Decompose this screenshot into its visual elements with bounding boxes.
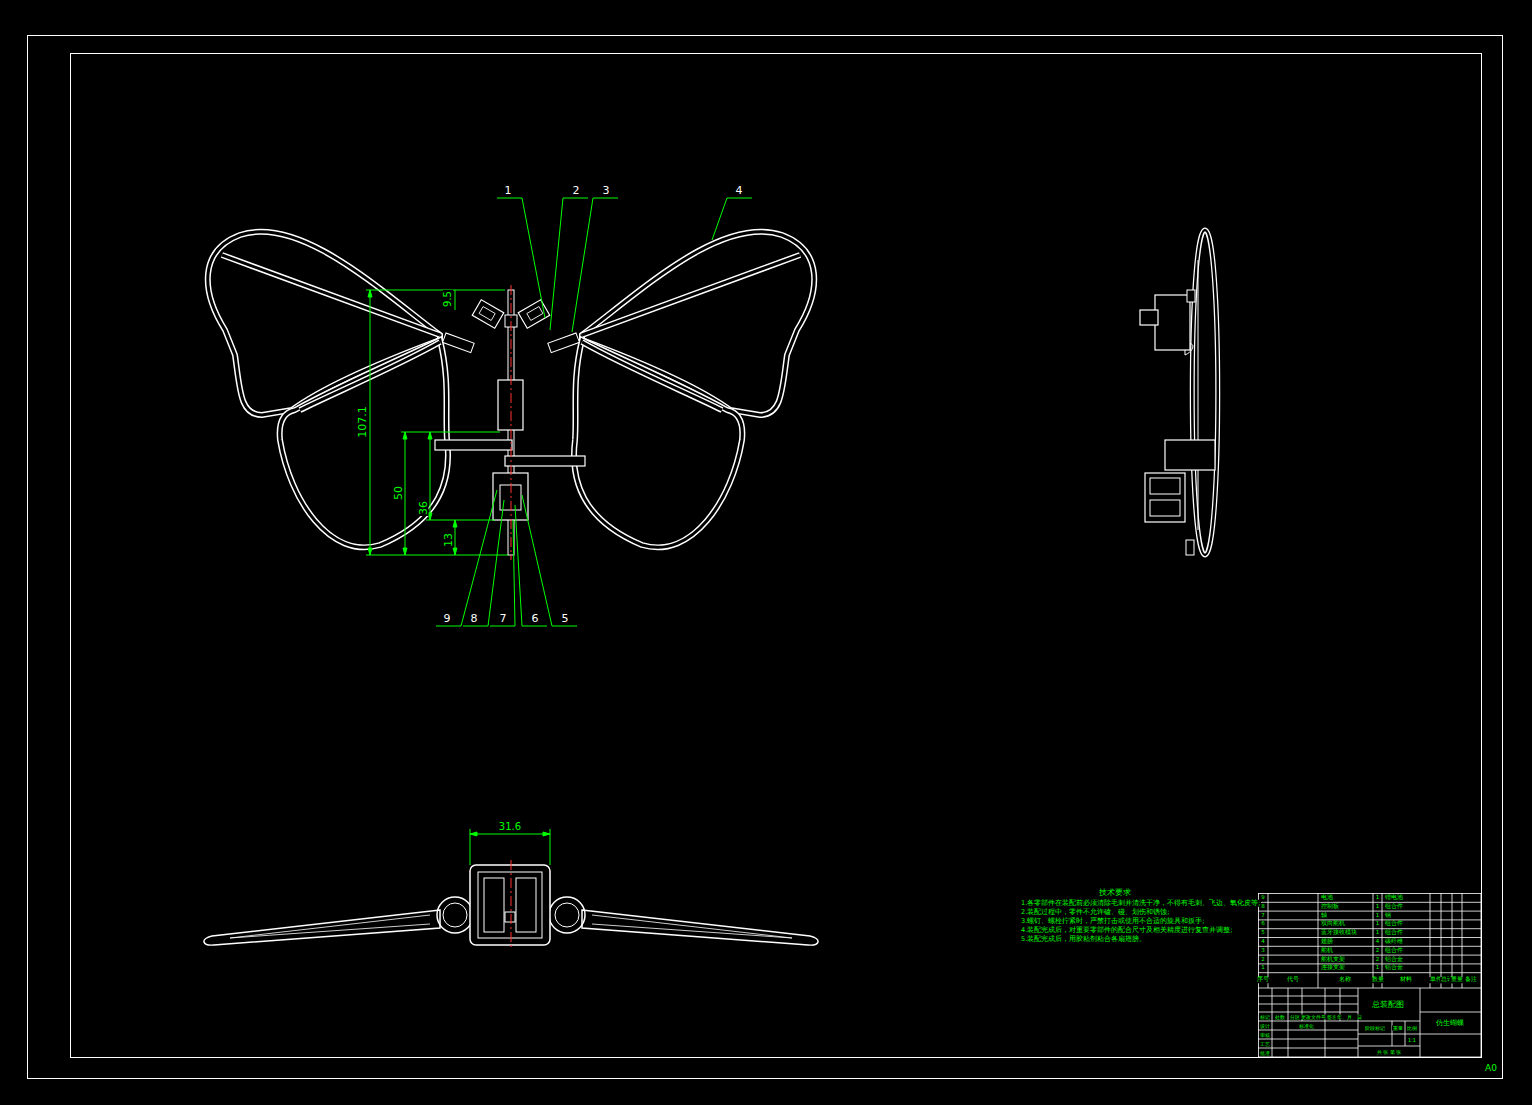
table-header: 数量 xyxy=(1371,977,1385,983)
table-cell: 舵机支架 xyxy=(1320,957,1346,963)
title-block-cell: 批准 xyxy=(1259,1051,1271,1056)
title-block-cell: 审核 xyxy=(1259,1033,1271,1038)
callout-number: 5 xyxy=(561,613,570,624)
title-block-cell: 阶段标记 xyxy=(1364,1026,1386,1031)
table-header: 代号 xyxy=(1286,977,1300,983)
table-cell: 2 xyxy=(1375,957,1381,963)
table-cell: 连接支架 xyxy=(1320,966,1346,972)
title-block-cell: 更改文件号 xyxy=(1300,1015,1327,1020)
sheet-size: A0 xyxy=(1484,1064,1498,1073)
table-header: 名称 xyxy=(1338,977,1352,983)
table-cell: 组合件 xyxy=(1384,930,1404,936)
table-cell: 铝合金 xyxy=(1384,966,1404,972)
title-block-cell: 标记 xyxy=(1259,1015,1271,1020)
title-block-cell: 处数 xyxy=(1274,1015,1286,1020)
table-header: 序号 xyxy=(1256,977,1270,983)
dimension: 13 xyxy=(443,532,454,548)
callout-number: 8 xyxy=(470,613,479,624)
table-cell: 9 xyxy=(1260,895,1266,901)
note-line: 4.装配完成后，对重要零部件的配合尺寸及相关精度进行复查并调整; xyxy=(1020,927,1233,934)
table-cell: 组合件 xyxy=(1384,948,1404,954)
dimension: 50 xyxy=(393,485,404,501)
drawing-name: 仿生蝴蝶 xyxy=(1435,1020,1465,1027)
title-block-cell: 1:1 xyxy=(1407,1038,1417,1043)
table-header: 重量 xyxy=(1450,977,1464,983)
table-cell: 1 xyxy=(1375,913,1381,919)
table-cell: 组合件 xyxy=(1384,922,1404,928)
dimension: 36 xyxy=(418,500,429,516)
title-block-cell: 重量 xyxy=(1392,1026,1404,1031)
dimension: 31.6 xyxy=(498,822,522,832)
table-cell: 翅膀 xyxy=(1320,939,1334,945)
table-cell: 碳纤维 xyxy=(1384,939,1404,945)
table-cell: 7 xyxy=(1260,913,1266,919)
table-cell: 1 xyxy=(1375,966,1381,972)
table-cell: 8 xyxy=(1260,904,1266,910)
table-cell: 锂电池 xyxy=(1384,895,1404,901)
table-cell: 4 xyxy=(1375,939,1381,945)
note-line: 2.装配过程中，零件不允许磕、碰、划伤和锈蚀; xyxy=(1020,909,1170,916)
table-header: 材料 xyxy=(1399,977,1413,983)
notes-heading: 技术要求 xyxy=(1098,889,1132,897)
callout-number: 7 xyxy=(499,613,508,624)
callout-number: 1 xyxy=(504,185,513,196)
table-cell: 2 xyxy=(1260,957,1266,963)
dimension: 9.5 xyxy=(443,290,453,308)
drawing-title: 总装配图 xyxy=(1371,1001,1405,1009)
table-cell: 6 xyxy=(1260,922,1266,928)
note-line: 1.各零部件在装配前必须清除毛刺并清洗干净，不得有毛刺、飞边、氧化皮等; xyxy=(1020,900,1261,907)
table-cell: 舵机 xyxy=(1320,948,1334,954)
note-line: 3.螺钉、螺栓拧紧时，严禁打击或使用不合适的旋具和扳手; xyxy=(1020,918,1205,925)
table-cell: 1 xyxy=(1375,904,1381,910)
table-cell: 5 xyxy=(1260,930,1266,936)
note-line: 5.装配完成后，用胶粘剂粘合各扇翅膀。 xyxy=(1020,936,1147,943)
table-cell: 1 xyxy=(1260,966,1266,972)
table-cell: 3 xyxy=(1260,948,1266,954)
table-cell: 4 xyxy=(1260,939,1266,945)
dimension: 107.1 xyxy=(357,405,368,439)
table-header: 备注 xyxy=(1464,977,1478,983)
callout-number: 4 xyxy=(735,185,744,196)
title-block-cell: 设计 xyxy=(1259,1024,1271,1029)
table-cell: 1 xyxy=(1375,895,1381,901)
table-cell: 蓝牙接收模块 xyxy=(1320,930,1358,936)
callout-number: 2 xyxy=(572,185,581,196)
table-cell: 控制板 xyxy=(1320,904,1340,910)
table-cell: 电池 xyxy=(1320,895,1334,901)
table-cell: 轴 xyxy=(1320,913,1328,919)
table-cell: 双向舵机 xyxy=(1320,922,1346,928)
callout-number: 6 xyxy=(531,613,540,624)
table-cell: 铝合金 xyxy=(1384,957,1404,963)
table-cell: 钢 xyxy=(1384,913,1392,919)
table-cell: 组合件 xyxy=(1384,904,1404,910)
table-cell: 1 xyxy=(1375,922,1381,928)
table-cell: 1 xyxy=(1375,930,1381,936)
title-block-cell: 比例 xyxy=(1406,1026,1418,1031)
title-block-cell: 共 张 第 张 xyxy=(1376,1050,1403,1055)
title-block-cell: 标准化 xyxy=(1298,1024,1315,1029)
title-block-cell: 工艺 xyxy=(1259,1042,1271,1047)
callout-number: 3 xyxy=(602,185,611,196)
table-cell: 2 xyxy=(1375,948,1381,954)
title-block-cell: 年、月、日 xyxy=(1336,1015,1363,1020)
callout-number: 9 xyxy=(443,613,452,624)
